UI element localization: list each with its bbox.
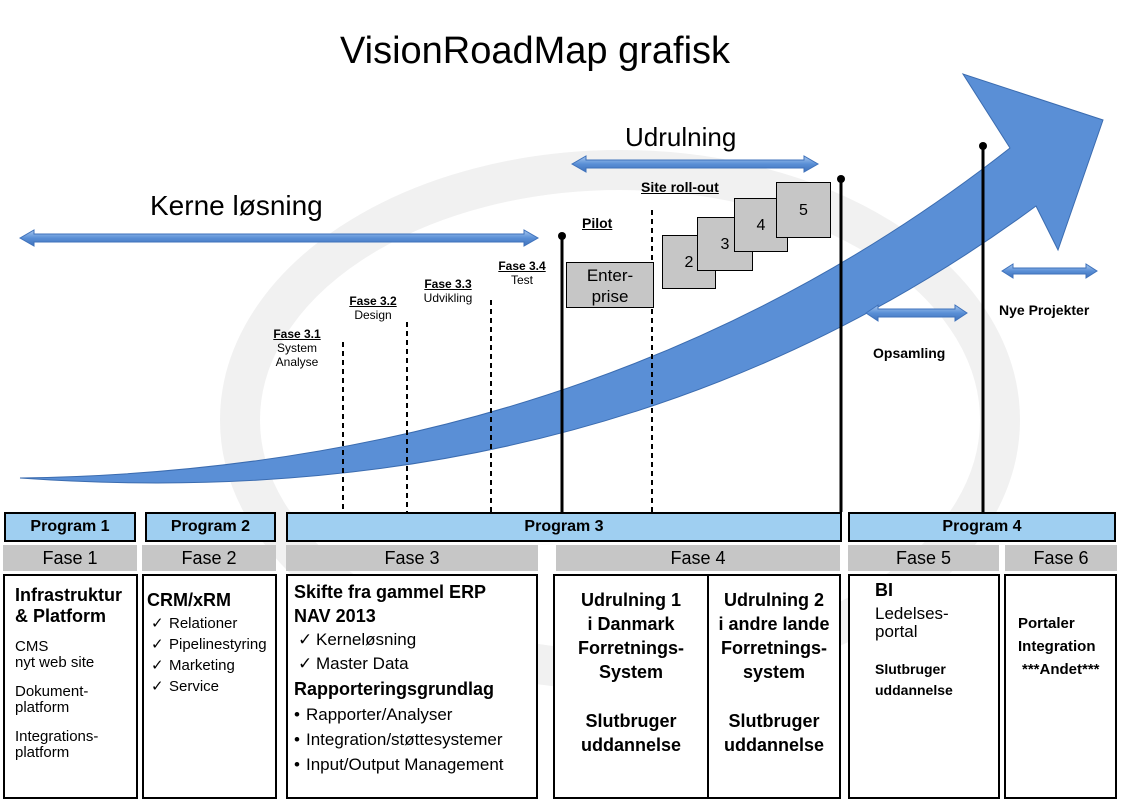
fase-6-header: Fase 6 bbox=[1005, 545, 1117, 571]
box-item: CMS nyt web site bbox=[15, 638, 95, 671]
box-sub: Slutbruger uddannelse bbox=[580, 711, 682, 755]
fase-1-box: Infrastruktur & Platform CMS nyt web sit… bbox=[3, 574, 138, 799]
program-1-header: Program 1 bbox=[4, 512, 136, 542]
check-list: Relationer Pipelinestyring Marketing Ser… bbox=[147, 613, 275, 697]
list-item: Marketing bbox=[151, 655, 275, 676]
program-4-header: Program 4 bbox=[848, 512, 1116, 542]
list-item: Kerneløsning bbox=[298, 628, 536, 652]
phase-3-1-label: Fase 3.1 System Analyse bbox=[262, 327, 332, 369]
check-list: Kerneløsning Master Data bbox=[294, 628, 536, 676]
phase-code: Fase 3.4 bbox=[498, 259, 546, 273]
fase-4-box-1: Udrulning 1 i Danmark Forretnings- Syste… bbox=[553, 574, 709, 799]
milestone-dot bbox=[837, 175, 845, 183]
box-sub: Slutbruger uddannelse bbox=[875, 661, 953, 698]
phase-3-4-label: Fase 3.4 Test bbox=[487, 259, 557, 287]
opsamling-double-arrow bbox=[865, 304, 968, 322]
list-item: Service bbox=[151, 676, 275, 697]
phase-name: System Analyse bbox=[275, 341, 319, 369]
page-title: VisionRoadMap grafisk bbox=[339, 30, 731, 72]
phase-code: Fase 3.1 bbox=[273, 327, 321, 341]
fase-1-header: Fase 1 bbox=[3, 545, 137, 571]
list-item: Input/Output Management bbox=[294, 752, 536, 777]
box-title: Skifte fra gammel ERP NAV 2013 bbox=[294, 582, 487, 626]
box-item: Dokument- platform bbox=[15, 683, 89, 716]
phase-name: Design bbox=[354, 308, 392, 322]
opsamling-label: Opsamling bbox=[873, 345, 946, 361]
box-item: Ledelses- portal bbox=[875, 604, 949, 641]
box-line: ***Andet*** bbox=[1022, 661, 1100, 678]
box-title: Infrastruktur & Platform bbox=[15, 585, 123, 626]
box-item: Integrations- platform bbox=[15, 728, 99, 761]
list-item: Master Data bbox=[298, 652, 536, 676]
box-line: Portaler bbox=[1018, 615, 1075, 632]
list-item: Integration/støttesystemer bbox=[294, 727, 536, 752]
list-item: Pipelinestyring bbox=[151, 634, 275, 655]
phase-3-2-label: Fase 3.2 Design bbox=[338, 294, 408, 322]
list-item: Rapporter/Analyser bbox=[294, 702, 536, 727]
box-title: Udrulning 1 i Danmark Forretnings- Syste… bbox=[578, 590, 684, 682]
program-3-header: Program 3 bbox=[286, 512, 842, 542]
nye-double-arrow bbox=[1001, 263, 1098, 279]
fase-3-box: Skifte fra gammel ERP NAV 2013 Kerneløsn… bbox=[286, 574, 538, 799]
site-rollout-label: Site roll-out bbox=[641, 179, 719, 195]
site-step-5: 5 bbox=[776, 182, 831, 238]
kerne-double-arrow bbox=[18, 229, 540, 247]
fase-6-box: Portaler Integration ***Andet*** bbox=[1004, 574, 1117, 799]
udrulning-label: Udrulning bbox=[625, 122, 737, 152]
phase-3-3-label: Fase 3.3 Udvikling bbox=[413, 277, 483, 305]
program-2-header: Program 2 bbox=[145, 512, 276, 542]
fase-5-header: Fase 5 bbox=[848, 545, 999, 571]
milestone-dot bbox=[979, 142, 987, 150]
box-title: CRM/xRM bbox=[147, 590, 231, 610]
fase-2-header: Fase 2 bbox=[142, 545, 276, 571]
phase-code: Fase 3.2 bbox=[349, 294, 397, 308]
phase-code: Fase 3.3 bbox=[424, 277, 472, 291]
fase-4-box-2: Udrulning 2 i andre lande Forretnings- s… bbox=[707, 574, 841, 799]
phase-name: Test bbox=[510, 273, 533, 287]
box-title: BI bbox=[875, 580, 893, 600]
box-sub: Slutbruger uddannelse bbox=[723, 711, 825, 755]
nye-projekter-label: Nye Projekter bbox=[999, 302, 1090, 318]
box-line: Integration bbox=[1018, 638, 1096, 655]
phase-name: Udvikling bbox=[423, 291, 473, 305]
box-title: Udrulning 2 i andre lande Forretnings- s… bbox=[718, 590, 830, 682]
fase-3-header: Fase 3 bbox=[286, 545, 538, 571]
box-subtitle: Rapporteringsgrundlag bbox=[294, 679, 495, 699]
pilot-label: Pilot bbox=[582, 215, 613, 231]
kerne-label: Kerne løsning bbox=[150, 190, 323, 221]
fase-2-box: CRM/xRM Relationer Pipelinestyring Marke… bbox=[142, 574, 277, 799]
fase-5-box: BI Ledelses- portal Slutbruger uddannels… bbox=[848, 574, 1000, 799]
milestone-dot bbox=[558, 232, 566, 240]
enterprise-box: Enter- prise bbox=[566, 262, 654, 308]
fase-4-header: Fase 4 bbox=[556, 545, 840, 571]
bullet-list: Rapporter/Analyser Integration/støttesys… bbox=[294, 702, 536, 777]
udrulning-double-arrow bbox=[570, 155, 820, 173]
list-item: Relationer bbox=[151, 613, 275, 634]
